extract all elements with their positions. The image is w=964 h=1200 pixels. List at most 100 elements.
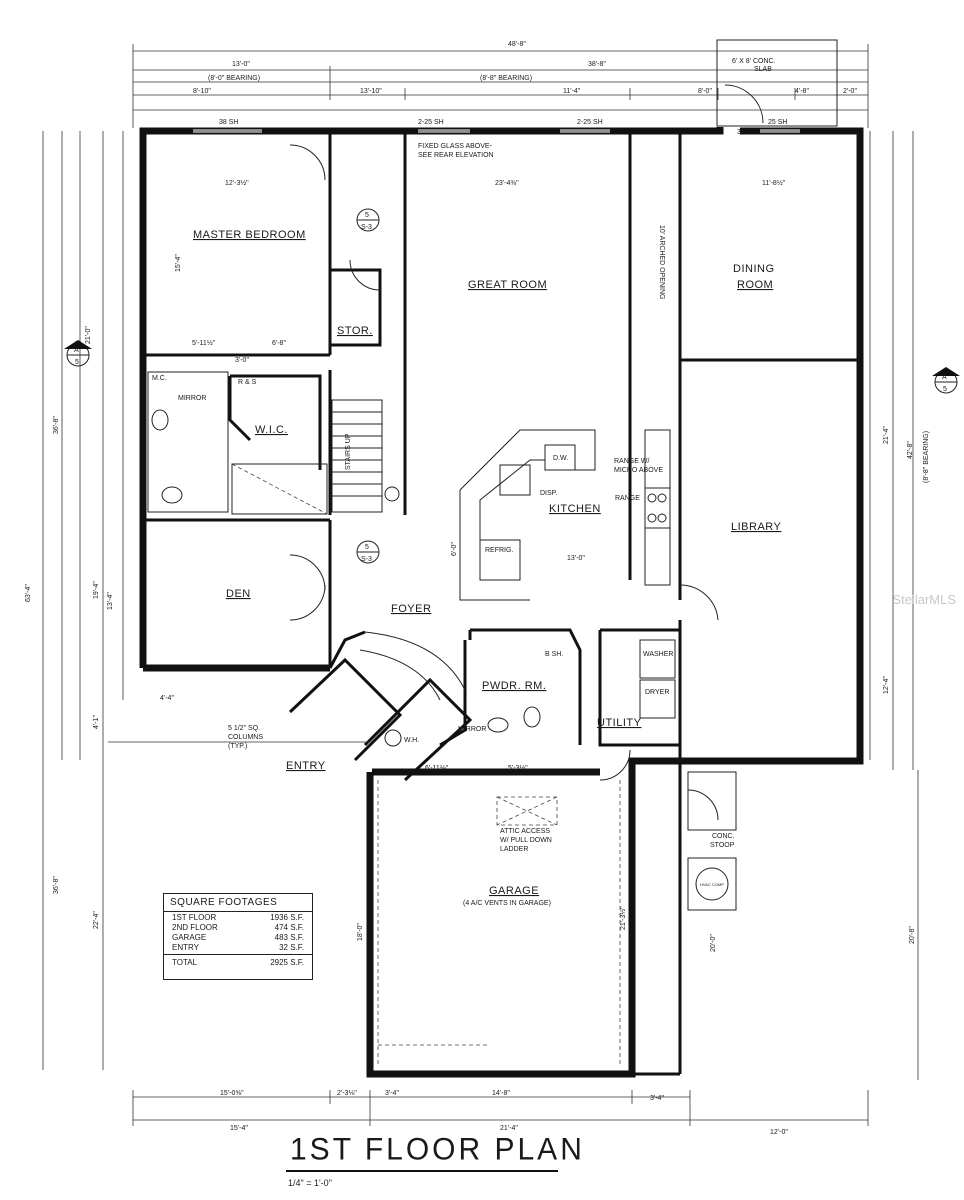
- dim-12-0-bottom: 12'-0": [770, 1129, 788, 1136]
- note-rs: R & S: [238, 379, 257, 386]
- note-fixed-glass-1: FIXED GLASS ABOVE-: [418, 143, 493, 150]
- window-2-25sh-b: 2-25 SH: [577, 119, 603, 126]
- dim-13-0-kitchen: 13'-0": [567, 555, 585, 562]
- room-entry: ENTRY: [286, 760, 326, 772]
- note-attic-3: LADDER: [500, 846, 528, 853]
- note-b-sh: B SH.: [545, 651, 563, 658]
- dim-13-10: 13'-10": [360, 88, 382, 95]
- dim-6-0-kitchen: 6'-0": [451, 542, 458, 556]
- section-marker-left-a: A: [74, 347, 79, 354]
- note-range-micro-2: MICRO ABOVE: [614, 467, 663, 474]
- dim-14-8-bottom: 14'-8": [492, 1090, 510, 1097]
- dim-20-0-garage: 20'-0": [710, 934, 717, 952]
- dim-8-0: 8'-0": [698, 88, 712, 95]
- dim-11-4: 11'-4": [563, 88, 581, 95]
- note-range: RANGE: [615, 495, 640, 502]
- sqft-row-value: 32 S.F.: [279, 943, 304, 952]
- room-den: DEN: [226, 588, 251, 600]
- sqft-row: 1ST FLOOR 1936 S.F.: [164, 912, 312, 922]
- dim-12-4-right: 12'-4": [883, 676, 890, 694]
- dim-5-11: 5'-11½": [192, 339, 216, 347]
- note-washer: WASHER: [643, 651, 673, 658]
- note-wh: W.H.: [404, 737, 419, 744]
- slab-label-2: SLAB: [754, 66, 772, 73]
- sqft-total-value: 2925 S.F.: [270, 958, 304, 967]
- sqft-row: GARAGE 483 S.F.: [164, 932, 312, 942]
- hvac-unit: [687, 857, 737, 911]
- section-marker-right-a: A: [942, 374, 947, 381]
- dim-2-3-bottom: 2'-3⅛": [337, 1090, 357, 1097]
- right-dimension-lines: [869, 131, 919, 1080]
- note-mirror-master: MIRROR: [178, 395, 206, 402]
- note-stoop-1: CONC.: [712, 833, 735, 840]
- dim-20-8-right: 20'-8": [909, 926, 916, 944]
- dim-3-4-bottom-b: 3'-4": [650, 1095, 664, 1102]
- dim-bearing-8-0: (8'-0" BEARING): [208, 75, 260, 82]
- dim-3-0-mb: 3'-0": [235, 357, 249, 364]
- dim-4-4: 4'-4": [160, 695, 174, 702]
- dim-21-4-bottom: 21'-4": [500, 1125, 518, 1132]
- room-garage: GARAGE: [489, 885, 539, 897]
- dim-36-8-left-b: 36'-8": [53, 876, 60, 894]
- room-utility: UTILITY: [597, 717, 642, 729]
- conc-stoop: [687, 771, 737, 831]
- entry-walls: [288, 657, 473, 782]
- dim-3-4-bottom-a: 3'-4": [385, 1090, 399, 1097]
- section-marker-right-5: 5: [943, 386, 947, 393]
- window-25sh-top: 25 SH: [768, 119, 787, 126]
- dim-21-3-garage: 21'-3½": [619, 906, 627, 930]
- watermark-logo: StellarMLS: [892, 592, 956, 607]
- note-dryer: DRYER: [645, 689, 669, 696]
- dim-15-4-bottom: 15'-4": [230, 1125, 248, 1132]
- note-columns-1: 5 1/2" SQ.: [228, 725, 260, 732]
- room-dining-1: DINING: [733, 263, 775, 275]
- dim-15-0-bottom: 15'-0⅝": [220, 1090, 244, 1097]
- note-dw: D.W.: [553, 455, 568, 462]
- bottom-dimension-lines: [132, 1090, 869, 1126]
- sqft-row-label: GARAGE: [172, 933, 207, 942]
- detail-marker-1-5: 5: [365, 212, 369, 219]
- room-wic: W.I.C.: [255, 424, 288, 436]
- detail-marker-2-s3: S-3: [361, 556, 372, 563]
- hvac-fan: [695, 867, 729, 901]
- square-footages-header: SQUARE FOOTAGES: [164, 894, 312, 912]
- slab-label-1: 6' X 8' CONC.: [732, 58, 776, 65]
- attic-access-hatch: [496, 796, 558, 826]
- note-disp: DISP.: [540, 490, 557, 497]
- note-stairs-up: STAIRS UP: [345, 433, 352, 470]
- dim-42-8-right: 42'-8": [907, 441, 914, 459]
- dim-8-10: 8'-10": [193, 88, 211, 95]
- sqft-row: 2ND FLOOR 474 S.F.: [164, 922, 312, 932]
- dim-19-4-left: 19'-4": [93, 581, 100, 599]
- note-fixed-glass-2: SEE REAR ELEVATION: [418, 152, 494, 159]
- dim-6-11: 6'-11⅛": [425, 765, 449, 772]
- sqft-row-label: ENTRY: [172, 943, 199, 952]
- plan-scale: 1/4" = 1'-0": [288, 1178, 332, 1188]
- kitchen-counters: [459, 429, 671, 601]
- note-stoop-2: STOOP: [710, 842, 735, 849]
- hvac-label: HVAC COMP: [700, 882, 724, 887]
- dim-13-0: 13'-0": [232, 61, 250, 68]
- note-attic-2: W/ PULL DOWN: [500, 837, 552, 844]
- conc-slab: [716, 39, 838, 127]
- dim-4-8: 4'-8": [795, 88, 809, 95]
- top-dimension-lines: [132, 44, 869, 128]
- room-master-bedroom: MASTER BEDROOM: [193, 229, 306, 241]
- sqft-row-value: 1936 S.F.: [270, 913, 304, 922]
- interior-walls: [143, 131, 860, 761]
- note-arched-opening: 10' ARCHED OPENING: [658, 225, 665, 299]
- sqft-total-label: TOTAL: [172, 958, 198, 967]
- sqft-row-value: 474 S.F.: [274, 923, 304, 932]
- room-foyer: FOYER: [391, 603, 431, 615]
- garage-note: (4 A/C VENTS IN GARAGE): [463, 900, 551, 907]
- plan-title-underline: [286, 1170, 558, 1172]
- note-refrig: REFRIG.: [485, 547, 513, 554]
- room-kitchen: KITCHEN: [549, 503, 601, 515]
- dim-36-8-left: 36'-8": [53, 416, 60, 434]
- note-attic-1: ATTIC ACCESS: [500, 828, 550, 835]
- dim-11-8: 11'-8½": [762, 179, 786, 187]
- sqft-row: ENTRY 32 S.F.: [164, 942, 312, 952]
- note-mirror-pwdr: MIRROR: [458, 726, 486, 733]
- dim-6-8: 6'-8": [272, 340, 286, 347]
